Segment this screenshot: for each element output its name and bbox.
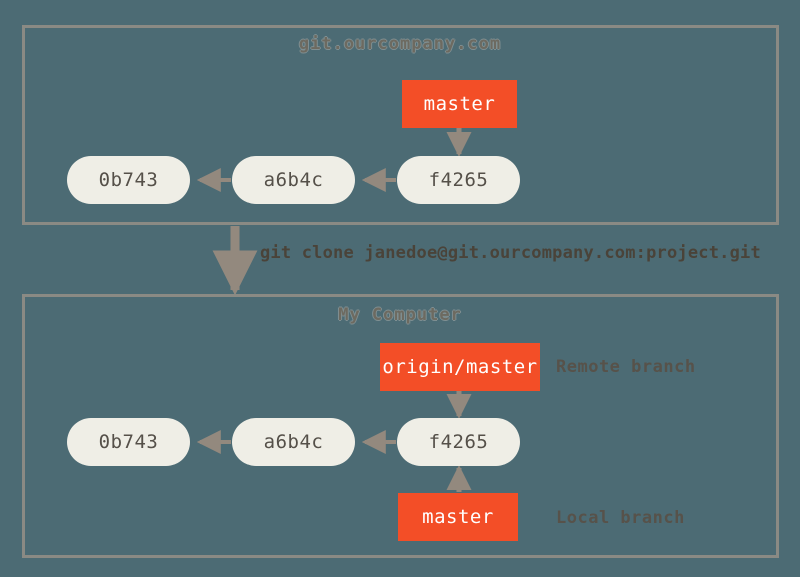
local-origin-master-label: origin/master (382, 356, 538, 378)
local-branch-annotation: Local branch (556, 508, 685, 528)
local-commit-f4265-label: f4265 (428, 431, 489, 453)
remote-commit-0b743-label: 0b743 (98, 169, 159, 191)
remote-server-caption: git.ourcompany.com (298, 34, 502, 54)
local-commit-f4265[interactable]: f4265 (397, 418, 520, 466)
local-commit-a6b4c[interactable]: a6b4c (232, 418, 355, 466)
remote-commit-f4265[interactable]: f4265 (397, 156, 520, 204)
remote-branch-master-box[interactable]: master (402, 80, 517, 128)
local-commit-a6b4c-label: a6b4c (263, 431, 324, 453)
local-computer-panel (22, 294, 779, 558)
remote-server-panel (22, 25, 779, 225)
local-commit-0b743[interactable]: 0b743 (67, 418, 190, 466)
local-origin-master-box[interactable]: origin/master (380, 343, 540, 391)
remote-commit-f4265-label: f4265 (428, 169, 489, 191)
remote-commit-a6b4c-label: a6b4c (263, 169, 324, 191)
local-branch-master-box[interactable]: master (398, 493, 518, 541)
remote-commit-0b743[interactable]: 0b743 (67, 156, 190, 204)
local-computer-caption: My Computer (338, 305, 462, 325)
remote-branch-master-label: master (423, 93, 496, 115)
local-commit-0b743-label: 0b743 (98, 431, 159, 453)
remote-commit-a6b4c[interactable]: a6b4c (232, 156, 355, 204)
clone-command-text: git clone janedoe@git.ourcompany.com:pro… (260, 243, 761, 263)
local-branch-master-label: master (422, 506, 494, 528)
remote-branch-annotation: Remote branch (556, 357, 696, 377)
